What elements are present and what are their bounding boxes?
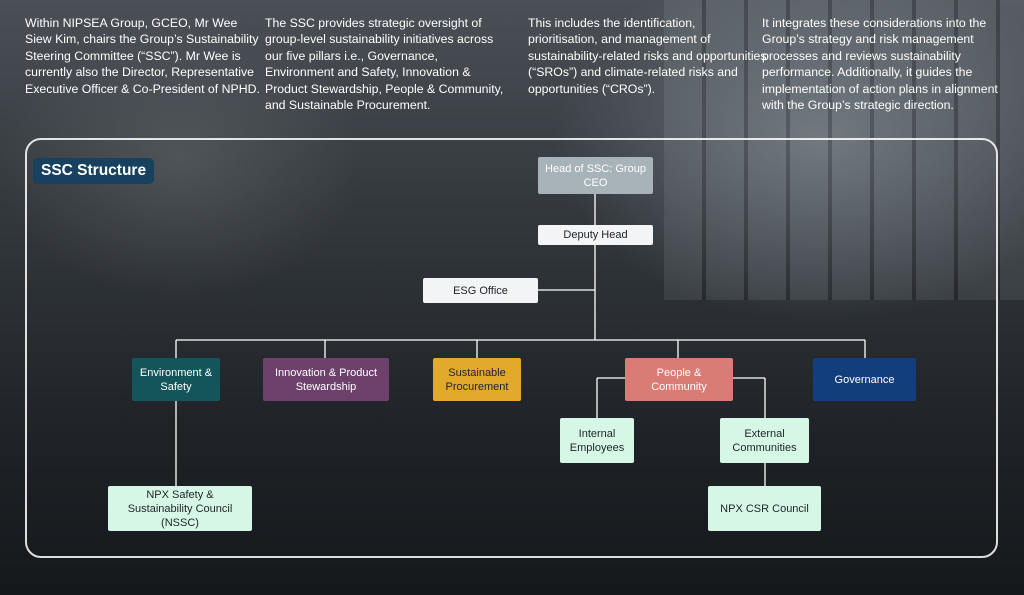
external-communities-box: External Communities: [720, 418, 809, 463]
intro-text-4: It integrates these considerations into …: [762, 16, 998, 113]
head-of-ssc-box: Head of SSC: Group CEO: [538, 157, 653, 194]
npx-csr-council-box: NPX CSR Council: [708, 486, 821, 531]
pillar-environment-safety: Environment & Safety: [132, 358, 220, 401]
pillar-governance: Governance: [813, 358, 916, 401]
esg-office-box: ESG Office: [423, 278, 538, 303]
intro-text-3: This includes the identification, priori…: [528, 16, 767, 96]
background-window: [664, 0, 1024, 300]
pillar-people-community: People & Community: [625, 358, 733, 401]
diagram-frame: [25, 138, 998, 558]
deputy-head-box: Deputy Head: [538, 225, 653, 245]
intro-text-2: The SSC provides strategic oversight of …: [265, 16, 504, 113]
intro-text-1: Within NIPSEA Group, GCEO, Mr Wee Siew K…: [25, 16, 260, 96]
pillar-sustainable-procurement: Sustainable Procurement: [433, 358, 521, 401]
pillar-innovation-stewardship: Innovation & Product Stewardship: [263, 358, 389, 401]
nssc-box: NPX Safety & Sustainability Council (NSS…: [108, 486, 252, 531]
diagram-title: SSC Structure: [33, 158, 155, 184]
internal-employees-box: Internal Employees: [560, 418, 634, 463]
